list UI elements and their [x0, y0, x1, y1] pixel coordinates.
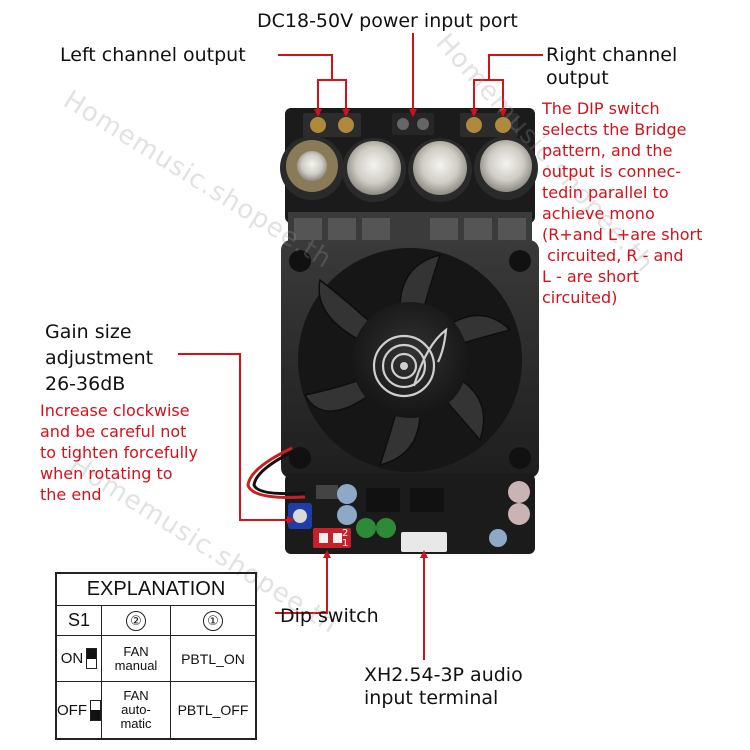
- bridge-mode-note: The DIP switch selects the Bridge pattern,…: [542, 98, 702, 308]
- bridge-note-line: The DIP switch: [542, 99, 660, 118]
- table-title-row: EXPLANATION: [57, 574, 255, 606]
- switch-digit-2: 2: [342, 528, 348, 539]
- header-s1: S1: [67, 610, 91, 630]
- switch-on-icon: [86, 648, 98, 669]
- right-output-terminal: [460, 113, 518, 137]
- table-title: EXPLANATION: [86, 578, 226, 600]
- circled-2: ②: [126, 610, 146, 631]
- audio-input-label-line2: input terminal: [364, 687, 499, 709]
- header-col2: ②: [101, 606, 170, 635]
- fan-line1: FAN: [123, 643, 149, 659]
- bridge-note-line: achieve mono: [542, 204, 655, 223]
- gain-caution-note: Increase clockwise and be careful not to t…: [40, 400, 198, 505]
- bottom-components: 1: [288, 481, 530, 552]
- bridge-note-line: tedin parallel to: [542, 183, 669, 202]
- gain-note-line: the end: [40, 485, 102, 504]
- gain-label-line3: 26-36dB: [45, 373, 126, 395]
- switch-digit-1: 1: [342, 538, 348, 549]
- circled-1: ①: [203, 610, 223, 631]
- fan-line3: matic: [120, 716, 152, 731]
- power-input-terminal: [392, 113, 434, 135]
- bridge-note-line: circuited): [542, 288, 618, 307]
- gain-note-line: to tighten forcefully: [40, 443, 198, 462]
- capacitors: [280, 136, 538, 202]
- bridge-note-line: circuited, R - and: [542, 246, 684, 265]
- callout-lines: [178, 33, 543, 660]
- gain-note-line: Increase clockwise: [40, 401, 190, 420]
- right-output-label-line2: output: [546, 67, 609, 89]
- state-off-cell: OFF: [57, 682, 101, 738]
- pbtl-off-cell: PBTL_OFF: [170, 682, 255, 738]
- bridge-note-line: pattern, and the: [542, 141, 673, 160]
- bridge-note-line: output is connec-: [542, 162, 682, 181]
- table-row: ON FAN manual PBTL_ON: [57, 636, 255, 682]
- fan-line1: FAN: [123, 688, 149, 703]
- bridge-note-line: selects the Bridge: [542, 120, 687, 139]
- gain-label-line2: adjustment: [45, 347, 154, 369]
- gain-label-line1: Gain size: [45, 321, 132, 343]
- header-col1: ①: [170, 606, 255, 635]
- pbtl-on-cell: PBTL_ON: [170, 636, 255, 681]
- fan-manual-cell: FAN manual: [101, 636, 170, 681]
- power-port-label: DC18-50V power input port: [257, 10, 518, 32]
- fan-cable: [246, 446, 306, 499]
- dip-switch-label: Dip switch: [280, 605, 379, 627]
- fan-auto-cell: FAN auto- matic: [101, 682, 170, 738]
- state-on-label: ON: [60, 650, 84, 667]
- gain-note-line: and be careful not: [40, 422, 187, 441]
- table-row: OFF FAN auto- matic PBTL_OFF: [57, 682, 255, 738]
- explanation-table: EXPLANATION S1 ② ① ON FAN manual PBTL_ON…: [55, 572, 257, 740]
- fan-line2: auto-: [121, 702, 151, 717]
- state-off-label: OFF: [57, 701, 87, 719]
- fan-line2: manual: [114, 657, 158, 673]
- bridge-note-line: L - are short: [542, 267, 639, 286]
- switch-off-icon: [90, 699, 101, 721]
- gain-note-line: when rotating to: [40, 464, 173, 483]
- right-output-label-line1: Right channel: [546, 44, 678, 66]
- left-output-label: Left channel output: [60, 44, 246, 66]
- audio-input-label-line1: XH2.54-3P audio: [364, 664, 523, 686]
- table-header-row: S1 ② ①: [57, 606, 255, 636]
- left-output-terminal: [303, 113, 361, 137]
- bridge-note-line: (R+and L+are short: [542, 225, 703, 244]
- state-on-cell: ON: [57, 636, 101, 681]
- cooling-fan: [281, 240, 539, 478]
